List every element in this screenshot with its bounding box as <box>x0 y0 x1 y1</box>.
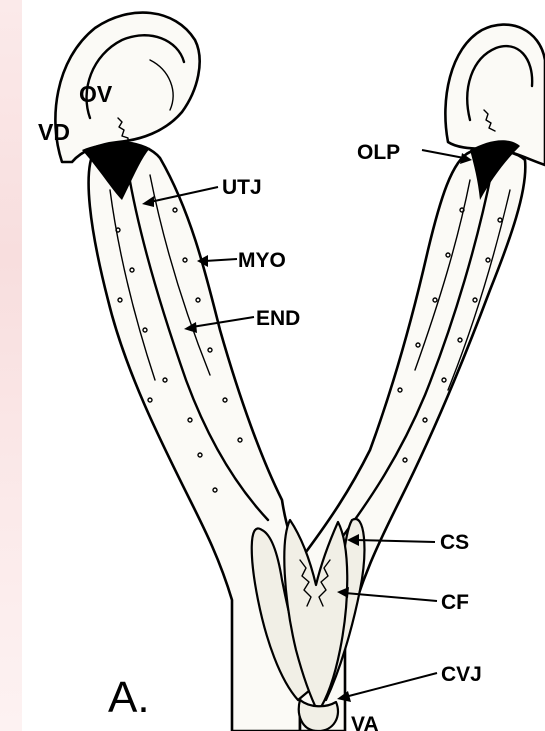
svg-text:OV: OV <box>79 81 113 107</box>
svg-text:OLP: OLP <box>357 141 400 164</box>
svg-text:END: END <box>256 307 300 330</box>
svg-text:UTJ: UTJ <box>222 176 262 199</box>
label-vd: VD <box>38 119 70 145</box>
label-cvj: CVJ <box>337 663 482 702</box>
label-myo: MYO <box>197 249 286 272</box>
svg-text:VA: VA <box>351 713 379 731</box>
svg-text:MYO: MYO <box>238 249 286 272</box>
svg-text:VD: VD <box>38 119 70 145</box>
panel-label: A. <box>108 673 150 722</box>
svg-text:CF: CF <box>441 591 469 614</box>
left-uterine-horn <box>82 142 300 731</box>
svg-text:CS: CS <box>440 531 469 554</box>
left-ovary <box>55 13 199 162</box>
label-va: VA <box>351 713 379 731</box>
svg-text:CVJ: CVJ <box>441 663 482 686</box>
svg-text:A.: A. <box>108 673 150 722</box>
label-ov: OV <box>79 81 113 107</box>
